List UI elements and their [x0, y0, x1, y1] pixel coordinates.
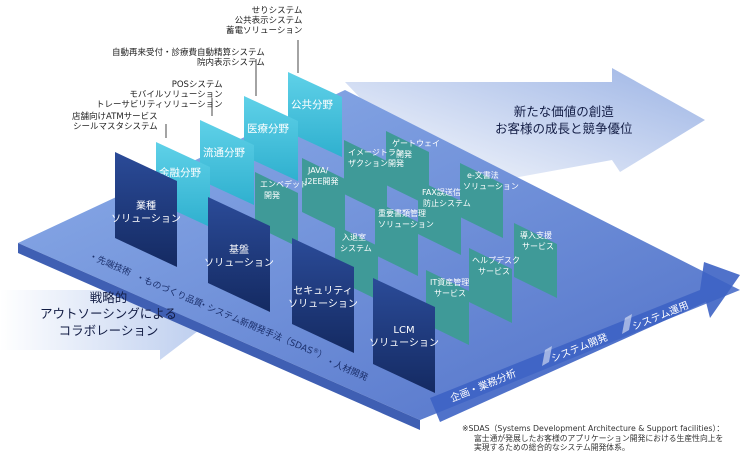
tile-label-access-1: 入退室 [342, 232, 366, 242]
column-label-retail: 流通分野 [203, 146, 245, 159]
block-infrastructure [208, 197, 270, 312]
solution-blocks [115, 152, 435, 393]
tile-label-imaging-2: ザクション開発 [348, 159, 404, 168]
callout-public-line-3: 蓄電ソリューション [226, 26, 303, 37]
process-chevron-2 [622, 314, 632, 334]
collaboration-message-line-3: コラボレーション [58, 322, 159, 338]
solution-label-industry-2: ソリューション [111, 214, 181, 225]
tile-document-mgmt [375, 201, 418, 276]
solution-label-industry-1: 業種 [136, 199, 156, 212]
callout-medical-line-2: 院内表示システム [197, 58, 265, 69]
callout-retail-line-3: トレーサビリティソリューション [96, 100, 223, 111]
callout-medical-line-1: 自動再来受付・診療費自動精算システム [112, 48, 265, 58]
callout-public: せりシステム 公共表示システム 蓄電ソリューション [226, 6, 302, 37]
tile-label-helpdesk-1: ヘルプデスク [472, 255, 520, 265]
footnote-line-2: 富士通が発展したお客様のアプリケーション開発における生産性向上を [474, 433, 724, 443]
value-message-line-2: お客様の成長と競争優位 [495, 120, 633, 136]
process-arrow [430, 262, 740, 422]
tile-label-helpdesk-2: サービス [478, 267, 510, 276]
tile-e-document [460, 163, 503, 238]
value-message-line-1: 新たな価値の創造 [513, 104, 614, 119]
column-public [288, 72, 342, 157]
tile-label-docmgmt-2: ソリューション [378, 220, 434, 229]
tile-label-edoc-2: ソリューション [463, 182, 519, 191]
block-industry [115, 152, 177, 267]
tile-label-fax-1: FAX誤送信 [422, 187, 461, 197]
tile-labels: エンベデッド 開発 JAVA/ J2EE開発 イメージトラン ザクション開発 ゲ… [260, 138, 554, 298]
tile-helpdesk [469, 248, 512, 323]
solution-label-lcm-2: ソリューション [369, 338, 439, 349]
sdas-footnote: ※SDAS（Systems Development Architecture &… [462, 424, 724, 453]
solution-label-infra-1: 基盤 [229, 243, 249, 256]
tile-label-java-1: JAVA/ [307, 166, 329, 175]
column-retail [200, 120, 254, 205]
feature-sdas-mark: ® [312, 347, 320, 356]
callout-medical: 自動再来受付・診療費自動精算システム 院内表示システム [112, 48, 265, 68]
tile-label-access-2: システム [340, 244, 372, 253]
solution-label-lcm-1: LCM [393, 325, 414, 336]
callout-finance-line-2: シールマスタシステム [72, 122, 158, 133]
footnote-line-3: 実現するための総合的なシステム開発体系。 [474, 443, 630, 453]
process-chevron-1 [542, 346, 552, 366]
collaboration-message-line-1: 戦略的 [89, 290, 128, 305]
tile-label-fax-2: 防止システム [423, 198, 471, 208]
tile-label-adoption-2: サービス [522, 242, 554, 251]
callout-public-line-1: せりシステム [251, 6, 303, 16]
value-message: 新たな価値の創造 お客様の成長と競争優位 [495, 104, 633, 138]
tile-adoption [514, 223, 557, 298]
tile-label-docmgmt-1: 重要書類管理 [378, 208, 426, 218]
solution-label-security-1: セキュリティ [293, 285, 352, 297]
footnote-line-1: ※SDAS（Systems Development Architecture &… [462, 424, 725, 433]
tile-label-itasset-1: IT資産管理 [430, 277, 469, 287]
technology-tiles [255, 131, 557, 345]
solution-labels: 業種 ソリューション 基盤 ソリューション セキュリティ ソリューション LCM… [111, 199, 439, 349]
tile-label-java-2: J2EE開発 [304, 177, 339, 186]
tile-it-asset [426, 270, 469, 345]
tile-label-edoc-1: e-文書法 [467, 170, 499, 180]
tile-label-itasset-2: サービス [434, 289, 466, 298]
feature-sdas-close: ） [316, 349, 329, 363]
block-lcm [373, 278, 435, 393]
callout-finance-line-1: 店舗向けATMサービス [72, 112, 158, 122]
tile-label-gateway-2: 開発 [396, 150, 412, 159]
tile-label-embedded-1: エンベデッド [260, 179, 308, 189]
tile-label-adoption-1: 導入支援 [520, 230, 552, 240]
solution-label-security-2: ソリューション [288, 299, 358, 310]
collaboration-message-line-2: アウトソーシングによる [40, 306, 177, 322]
tile-imaging [344, 140, 387, 215]
callout-retail: POSシステム モバイルソリューション トレーサビリティソリューション [96, 80, 223, 111]
tile-label-imaging-1: イメージトラン [348, 148, 404, 157]
column-label-finance: 金融分野 [159, 166, 201, 179]
callout-retail-line-1: POSシステム [171, 80, 223, 90]
platform-front-edge [18, 243, 420, 430]
tile-java [302, 158, 345, 233]
callout-public-line-2: 公共表示システム [234, 16, 303, 27]
column-medical [244, 96, 298, 181]
column-label-public: 公共分野 [291, 99, 333, 111]
callout-leaders [165, 40, 299, 138]
callout-retail-line-2: モバイルソリューション [129, 90, 223, 101]
collaboration-message: 戦略的 アウトソーシングによる コラボレーション [40, 290, 177, 339]
callout-finance: 店舗向けATMサービス シールマスタシステム [72, 112, 158, 132]
tile-label-embedded-2: 開発 [264, 191, 280, 200]
tile-label-gateway-1: ゲートウェイ [392, 138, 440, 148]
column-label-medical: 医療分野 [247, 122, 289, 135]
tile-fax [418, 180, 461, 255]
block-security [292, 238, 354, 353]
solution-label-infra-2: ソリューション [204, 258, 274, 269]
